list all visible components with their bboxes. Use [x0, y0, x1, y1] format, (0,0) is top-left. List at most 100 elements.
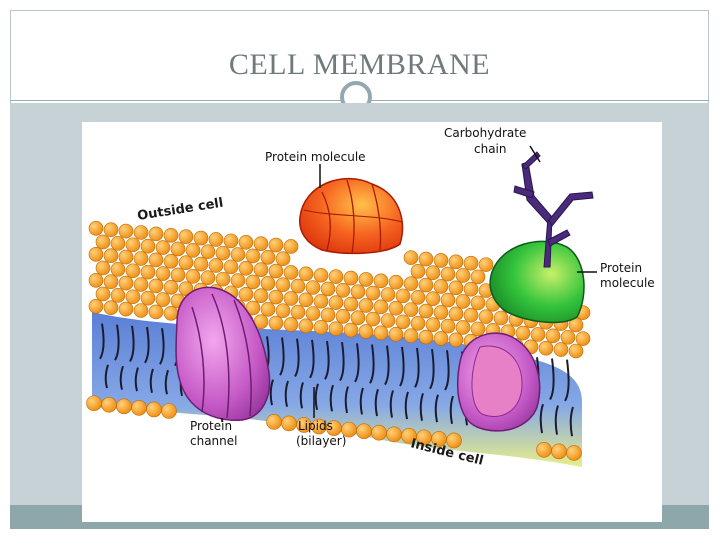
lipid-head [478, 309, 494, 324]
lipid-head [290, 278, 306, 294]
lipid-heads-inner-layer [86, 395, 582, 461]
membrane-illustration: Protein molecule Carbohydrate chain Outs… [86, 126, 655, 469]
protein-molecule-green [489, 240, 585, 324]
lipid-head [170, 241, 186, 257]
lipid-head [155, 292, 171, 307]
lipid-head [125, 263, 141, 279]
lipid-head [163, 279, 179, 295]
slide-title: CELL MEMBRANE [228, 48, 491, 81]
lipid-head [223, 259, 239, 275]
lipid-head [95, 260, 111, 276]
lipid-head [313, 319, 329, 335]
lipid-head [305, 280, 321, 295]
lipid-head [110, 262, 126, 277]
lipid-head [373, 325, 389, 341]
lipid-head [410, 315, 426, 331]
lipid-head [298, 318, 314, 334]
lipid-tail [294, 338, 304, 409]
lipid-head [101, 396, 117, 413]
lipid-tail [144, 326, 154, 393]
label-lipids-line2: (bilayer) [296, 434, 346, 448]
lipid-head [253, 262, 269, 277]
lipid-head [281, 415, 297, 432]
lipid-head [275, 277, 291, 293]
lipid-tail [159, 328, 169, 395]
lipid-head [275, 303, 291, 319]
lipid-head [178, 255, 194, 270]
lipid-head [313, 267, 329, 283]
lipid-head [118, 249, 134, 265]
lipid-tail [549, 358, 559, 435]
lipid-head [125, 289, 141, 305]
lipid-head [86, 395, 102, 412]
lipid-head [373, 273, 389, 289]
lipid-head [433, 279, 449, 294]
lipid-head [140, 264, 156, 280]
lipid-tail [354, 343, 364, 415]
lipid-head [350, 310, 366, 325]
lipid-head [365, 311, 381, 327]
lipid-head [283, 239, 299, 254]
lipid-head [418, 329, 434, 345]
lipid-head [433, 305, 449, 320]
lipid-head [140, 238, 156, 254]
lipid-head [260, 302, 276, 317]
lipid-head [148, 252, 164, 268]
lipid-tail [324, 340, 334, 412]
lipid-head [448, 306, 464, 322]
lipid-head [133, 225, 149, 240]
lipid-head [365, 285, 381, 301]
label-leader-lines [221, 145, 597, 422]
lipid-head [560, 329, 576, 345]
lipid-tail [399, 346, 409, 420]
lipid-head [470, 295, 486, 311]
lipid-head [440, 318, 456, 334]
lipid-head [538, 340, 554, 356]
lipid-head [433, 253, 449, 268]
lipid-head [335, 309, 351, 324]
lipid-head [268, 263, 284, 279]
lipid-head [140, 290, 156, 306]
label-carbohydrate-line1: Carbohydrate [444, 126, 526, 140]
lipid-head [110, 288, 126, 303]
lipid-tail [309, 339, 319, 411]
label-protein-molecule-right-line2: molecule [600, 276, 655, 290]
label-protein-molecule-right-line1: Protein [600, 261, 642, 275]
lipid-head [118, 301, 134, 317]
lipid-head [418, 277, 434, 293]
lipid-head [440, 292, 456, 308]
lipid-head [290, 304, 306, 320]
cell-membrane-diagram: Protein molecule Carbohydrate chain Outs… [82, 122, 662, 522]
lipid-head [266, 414, 282, 430]
lipid-head [343, 270, 359, 286]
lipid-head [358, 324, 374, 339]
lipid-head [103, 300, 119, 315]
lipid-head [566, 445, 582, 461]
lipid-head [455, 294, 471, 309]
lipid-head [268, 315, 284, 331]
lipid-head [103, 222, 119, 237]
lipid-tail [564, 359, 574, 437]
lipid-head [155, 240, 171, 255]
lipid-tail [429, 349, 439, 423]
lipid-head [575, 331, 591, 346]
lipid-head [373, 299, 389, 315]
lipid-head [313, 293, 329, 309]
lipid-head [193, 230, 209, 246]
lipid-head [230, 273, 246, 288]
lipid-head [410, 289, 426, 305]
lipid-head [298, 292, 314, 308]
lipid-head [215, 245, 231, 261]
lipid-head [380, 287, 396, 302]
lipid-head [403, 276, 419, 291]
lipid-head [356, 423, 372, 439]
lipid-tail [279, 337, 289, 407]
lipid-head [200, 244, 216, 260]
title-area: CELL MEMBRANE [10, 10, 709, 100]
lipid-head [95, 286, 111, 302]
lipid-head [515, 325, 531, 341]
lipid-head [185, 269, 201, 284]
lipid-head [410, 263, 426, 279]
lipid-head [146, 401, 162, 418]
lipid-head [418, 251, 434, 267]
